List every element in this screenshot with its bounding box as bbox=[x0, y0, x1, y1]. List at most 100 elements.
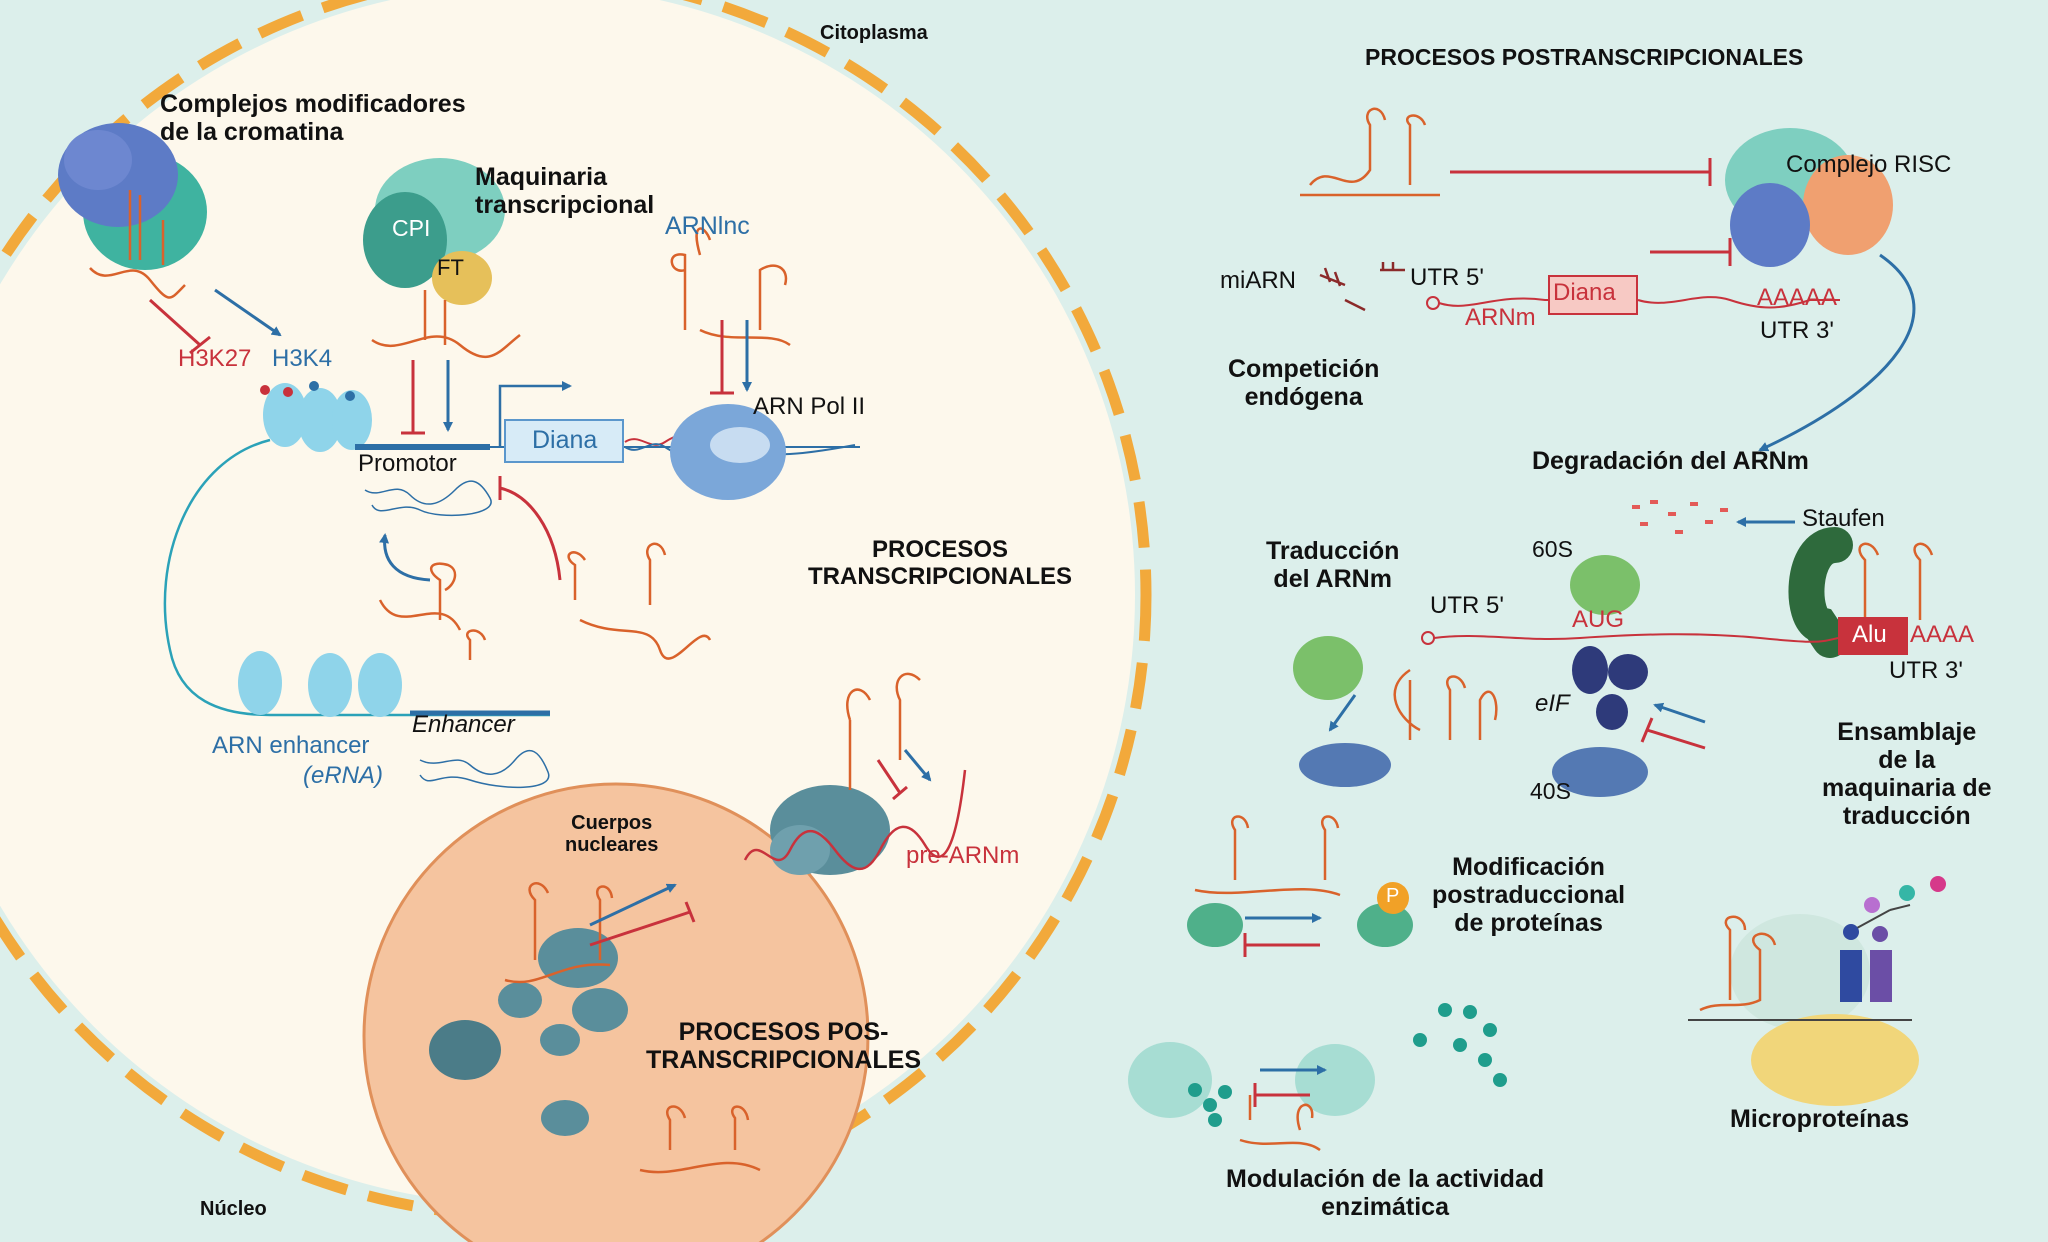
h3k27-label: H3K27 bbox=[178, 345, 252, 372]
lncrna-inhibition-arrow bbox=[499, 486, 562, 581]
ptm-lncrna bbox=[1194, 815, 1341, 897]
pre-arnm-label: pre-ARNm bbox=[906, 842, 1020, 869]
staufen-icon bbox=[1788, 527, 1853, 658]
alu-label: Alu bbox=[1852, 621, 1887, 648]
eif-icon bbox=[1572, 646, 1648, 730]
inhibition-bar bbox=[1640, 717, 1654, 743]
microprotein-bead bbox=[1864, 897, 1880, 913]
procesos-pos-label: PROCESOS POS- TRANSCRIPCIONALES bbox=[646, 1018, 922, 1074]
machinery-rna bbox=[371, 290, 521, 358]
spliceosome-icon bbox=[770, 785, 890, 875]
histone-mark-red bbox=[283, 387, 293, 397]
inhibition-arrow bbox=[589, 910, 691, 947]
activation-arrow bbox=[903, 749, 932, 782]
lncrna-sponge bbox=[1300, 107, 1440, 197]
arn-enhancer-text: ARN enhancer bbox=[212, 732, 370, 759]
diana-cytoplasm-label: Diana bbox=[1553, 279, 1616, 306]
mrna-cap bbox=[1426, 296, 1440, 310]
inhibition-bar bbox=[892, 785, 908, 801]
nucleo-label: Núcleo bbox=[200, 1198, 267, 1220]
competicion-label: Competición endógena bbox=[1228, 355, 1380, 411]
aaaaa-label: AAAAA bbox=[1757, 284, 1838, 311]
nucleosomes-upper bbox=[263, 383, 372, 452]
arnm-label: ARNm bbox=[1465, 304, 1536, 331]
promotor-label: Promotor bbox=[358, 450, 457, 477]
utr5-mid-label: UTR 5' bbox=[1430, 592, 1504, 619]
enzyme-icon bbox=[1128, 1042, 1375, 1118]
cuerpos-label: Cuerpos nucleares bbox=[565, 812, 659, 857]
erna-structure bbox=[378, 562, 487, 660]
chromatin-fiber bbox=[163, 438, 550, 717]
erna-label: (eRNA) bbox=[303, 762, 384, 789]
microprotein-bar-purple bbox=[1870, 950, 1892, 1002]
pre-arnm-lncrna bbox=[846, 672, 921, 790]
microprotein-lncrna bbox=[1699, 915, 1777, 1012]
activation-arrow bbox=[1328, 694, 1357, 732]
phosphate-label: P bbox=[1386, 885, 1400, 907]
erna-activation-arrow bbox=[379, 533, 431, 582]
arnlnc-label: ARNlnc bbox=[665, 212, 750, 240]
microprotein-bar-blue bbox=[1840, 950, 1862, 1002]
nucleosomes-lower bbox=[238, 651, 402, 717]
inhibition-arrow bbox=[876, 759, 902, 794]
inhibition-bar bbox=[684, 901, 696, 923]
h3k4-label: H3K4 bbox=[272, 345, 333, 372]
transcription-machinery-icon bbox=[363, 158, 505, 305]
microprotein-ribosome-icon bbox=[1730, 914, 1919, 1106]
tss-arrow bbox=[498, 381, 572, 447]
nuclear-body-lncrna bbox=[504, 882, 614, 984]
staufen-lncrna bbox=[1858, 542, 1934, 620]
microprotein-bead bbox=[1899, 885, 1915, 901]
degradation-arrow bbox=[1758, 253, 1916, 452]
ribosome-blue-icon bbox=[1299, 743, 1391, 787]
microprotein-chain bbox=[1856, 904, 1911, 929]
rna-pol-ii-icon bbox=[670, 404, 786, 500]
substrate-dots bbox=[1188, 1003, 1507, 1127]
maquinaria-label: Maquinaria transcripcional bbox=[475, 163, 655, 219]
alu-box bbox=[1838, 617, 1908, 655]
aug-label: AUG bbox=[1572, 606, 1625, 633]
60s-label: 60S bbox=[1532, 536, 1573, 562]
translation-lncrna bbox=[1393, 668, 1498, 740]
nucleus-interior bbox=[0, 0, 1135, 1205]
citoplasma-label: Citoplasma bbox=[820, 22, 928, 44]
eif-label: eIF bbox=[1535, 690, 1570, 717]
complejos-label: Complejos modificadores de la cromatina bbox=[160, 90, 466, 146]
ft-label: FT bbox=[437, 255, 464, 280]
modificacion-label: Modificación postraduccional de proteína… bbox=[1432, 853, 1626, 937]
pre-arnm-strand bbox=[743, 769, 967, 871]
arn-enhancer-label: ARN enhancer bbox=[212, 732, 370, 760]
40s-label: 40S bbox=[1530, 778, 1571, 804]
inhibition-arrow bbox=[1646, 728, 1706, 750]
microprotein-bead bbox=[1843, 924, 1859, 940]
protein-green-icon bbox=[1187, 903, 1413, 947]
chromatin-complex-icon bbox=[58, 123, 207, 270]
promotor-rna bbox=[364, 480, 492, 517]
lncrna-structure bbox=[670, 227, 791, 347]
activation-arrow bbox=[589, 883, 677, 927]
microprotein-bead bbox=[1872, 926, 1888, 942]
aaaa-label: AAAA bbox=[1910, 621, 1975, 648]
nuclear-body-rna bbox=[639, 1105, 761, 1174]
chromatin-rna-loops bbox=[128, 190, 165, 265]
staufen-label: Staufen bbox=[1802, 505, 1885, 532]
arn-pol-label: ARN Pol II bbox=[753, 393, 866, 420]
chromatin-rna bbox=[89, 267, 186, 299]
complejo-risc-label: Complejo RISC bbox=[1786, 151, 1952, 178]
enzyme-lncrna bbox=[1239, 1095, 1321, 1152]
ribosome-green-icon bbox=[1293, 636, 1363, 700]
modulacion-label: Modulación de la actividad enzimática bbox=[1226, 1165, 1545, 1221]
procesos-transcripcionales-label: PROCESOS TRANSCRIPCIONALES bbox=[808, 536, 1073, 590]
inhibition-arrow bbox=[148, 298, 202, 347]
histone-mark-red bbox=[260, 385, 270, 395]
miarn-label: miARN bbox=[1220, 267, 1296, 294]
histone-mark-blue bbox=[345, 391, 355, 401]
utr3-top-label: UTR 3' bbox=[1760, 317, 1834, 344]
microproteinas-label: Microproteínas bbox=[1730, 1105, 1910, 1133]
utr3-mid-label: UTR 3' bbox=[1889, 657, 1963, 684]
inhibition-bar bbox=[189, 335, 211, 355]
cpi-label: CPI bbox=[392, 215, 431, 241]
degradation-fragments bbox=[1632, 500, 1728, 534]
diana-box-nucleus bbox=[504, 419, 624, 463]
